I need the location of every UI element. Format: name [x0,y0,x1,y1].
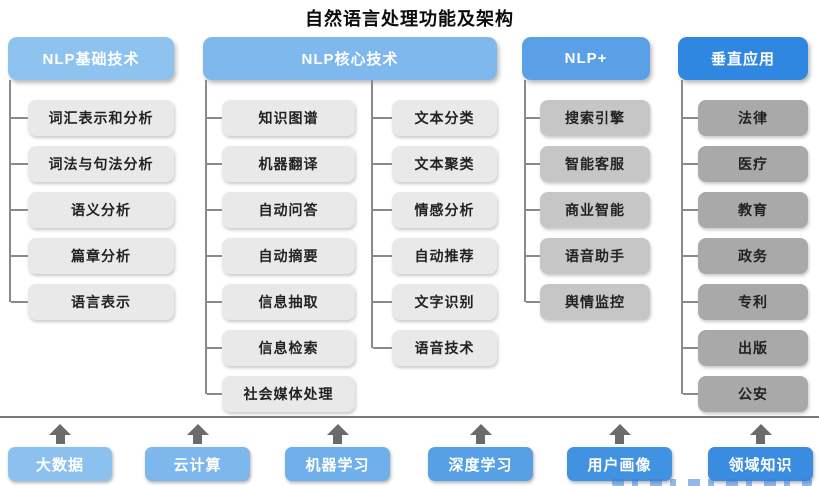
column-nlp-plus: 搜索引擎 智能客服 商业智能 语音助手 舆情监控 [526,100,650,320]
tree-node: 篇章分析 [11,238,174,274]
column-vertical-apps: 法律 医疗 教育 政务 专利 出版 公安 [683,100,808,412]
tree-node: 医疗 [683,146,808,182]
tree-node: 信息检索 [207,330,355,366]
tree-node: 政务 [683,238,808,274]
up-arrow-icon [186,424,209,444]
foundation-box: 大数据 [8,424,112,481]
tree-node: 公安 [683,376,808,412]
tree-node: 智能客服 [526,146,650,182]
foundation-box: 用户画像 [567,424,672,481]
tree-node: 文本分类 [373,100,497,136]
tree-node: 商业智能 [526,192,650,228]
tree-node: 出版 [683,330,808,366]
tree-node: 教育 [683,192,808,228]
branch-header-nlp-core: NLP核心技术 [203,37,497,80]
connector-line [371,80,373,348]
foundation-label: 机器学习 [305,456,370,474]
foundation-box: 深度学习 [428,424,533,481]
tree-node: 语言表示 [11,284,174,320]
column-nlp-core-right: 文本分类 文本聚类 情感分析 自动推荐 文字识别 语音技术 [373,100,497,366]
foundation-label: 云计算 [173,456,222,474]
branch-header-nlp-plus: NLP+ [522,37,650,80]
connector-line [681,80,683,394]
tree-node: 情感分析 [373,192,497,228]
branch-header-vertical-apps: 垂直应用 [678,37,808,80]
tree-node: 专利 [683,284,808,320]
tree-node: 文本聚类 [373,146,497,182]
foundation-label: 深度学习 [448,456,513,474]
tree-node: 信息抽取 [207,284,355,320]
tree-node: 语音技术 [373,330,497,366]
foundation-label: 领域知识 [728,456,793,474]
foundation-box: 云计算 [145,424,250,481]
tree-node: 语义分析 [11,192,174,228]
foundation-box: 领域知识 [708,424,813,481]
tree-node: 文字识别 [373,284,497,320]
tree-node: 词法与句法分析 [11,146,174,182]
foundation-label: 用户画像 [587,456,652,474]
page-title: 自然语言处理功能及架构 [305,9,514,29]
tree-node: 法律 [683,100,808,136]
up-arrow-icon [326,424,349,444]
watermark-fragment [612,479,812,486]
tree-node: 机器翻译 [207,146,355,182]
tree-node: 自动摘要 [207,238,355,274]
foundation-label: 大数据 [35,456,84,474]
tree-node: 自动推荐 [373,238,497,274]
connector-line [9,80,11,302]
column-nlp-core-left: 知识图谱 机器翻译 自动问答 自动摘要 信息抽取 信息检索 社会媒体处理 [207,100,355,412]
tree-node: 舆情监控 [526,284,650,320]
foundation-box: 机器学习 [285,424,390,481]
tree-node: 知识图谱 [207,100,355,136]
tree-node: 搜索引擎 [526,100,650,136]
up-arrow-icon [608,424,631,444]
connector-line [524,80,526,302]
up-arrow-icon [469,424,492,444]
connector-line [205,80,207,394]
up-arrow-icon [49,424,71,444]
separator-line [0,416,819,418]
up-arrow-icon [749,424,772,444]
tree-node: 语音助手 [526,238,650,274]
branch-header-nlp-basic: NLP基础技术 [8,37,174,80]
tree-node: 自动问答 [207,192,355,228]
tree-node: 词汇表示和分析 [11,100,174,136]
column-nlp-basic: 词汇表示和分析 词法与句法分析 语义分析 篇章分析 语言表示 [11,100,174,320]
tree-node: 社会媒体处理 [207,376,355,412]
